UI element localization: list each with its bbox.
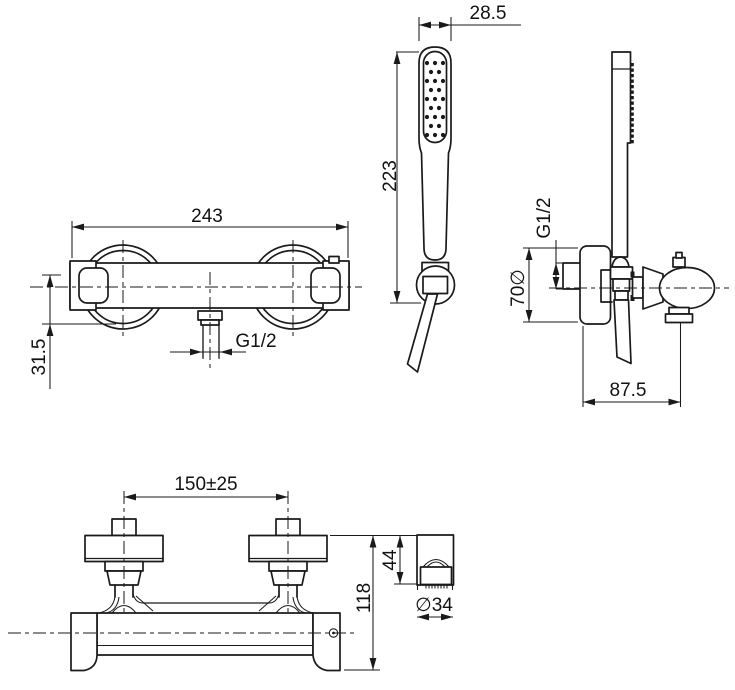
dimension-inlet-thread: G1/2 — [534, 197, 564, 290]
dim-label-70: 70∅ — [508, 269, 529, 307]
spray-face-ticks — [630, 63, 634, 144]
dim-label-118: 118 — [354, 583, 375, 613]
body-tube — [96, 612, 314, 656]
hose-side — [613, 299, 632, 365]
dimension-offset-31-5: 31.5 — [29, 274, 116, 389]
dim-label-243: 243 — [191, 206, 223, 227]
holder-plate — [600, 269, 613, 303]
left-end-cap — [78, 267, 109, 304]
clamp-band — [609, 266, 634, 280]
view-side: G1/2 70∅ 87.5 — [508, 51, 729, 407]
dim-label-28-5: 28.5 — [470, 3, 507, 24]
top-tab — [328, 255, 340, 264]
dimension-holder-height: 44 — [380, 535, 417, 585]
dim-label-223: 223 — [380, 160, 401, 192]
dimension-projection: 87.5 — [582, 323, 682, 407]
dimension-height: 118 — [330, 534, 417, 671]
view-mixer-front: 150±25 118 44 ∅34 — [8, 474, 455, 672]
dimension-length-223: 223 — [380, 51, 421, 304]
shower-hose — [406, 293, 439, 373]
right-body-cap — [312, 612, 341, 672]
dimension-flange-diameter: 70∅ — [508, 247, 578, 323]
dim-label-g12-outlet: G1/2 — [235, 331, 276, 352]
holder-bracket — [416, 534, 455, 590]
dim-label-34: ∅34 — [415, 595, 453, 616]
dim-label-31-5: 31.5 — [29, 339, 50, 376]
dim-label-87-5: 87.5 — [610, 380, 647, 401]
outlet-nut-side — [668, 306, 690, 315]
dim-label-150-25: 150±25 — [174, 474, 237, 495]
hand-shower-side — [611, 51, 632, 258]
view-hand-shower: 28.5 223 — [380, 3, 521, 373]
outlet-pipe — [202, 325, 220, 358]
left-body-cap — [70, 612, 98, 672]
dim-label-g12-inlet: G1/2 — [534, 197, 555, 238]
dim-label-44: 44 — [380, 549, 401, 571]
dimension-outlet-thread: G1/2 — [170, 325, 277, 359]
knob-button — [672, 256, 686, 268]
dimension-holder-diameter: ∅34 — [415, 595, 453, 621]
inlet-nipple — [562, 262, 582, 290]
wall-flange — [579, 245, 612, 325]
hose-nut — [422, 275, 449, 295]
spray-nozzles — [424, 60, 446, 138]
right-end-cap — [310, 267, 341, 304]
view-mixer-top: 243 31.5 G1/2 — [29, 206, 362, 389]
dimension-centers: 150±25 — [124, 474, 288, 501]
dimension-width-243: 243 — [71, 206, 349, 258]
clamp-dome — [611, 256, 630, 268]
left-union — [84, 518, 164, 614]
dimension-head-width: 28.5 — [418, 3, 521, 41]
hose-nut-side — [612, 278, 631, 292]
